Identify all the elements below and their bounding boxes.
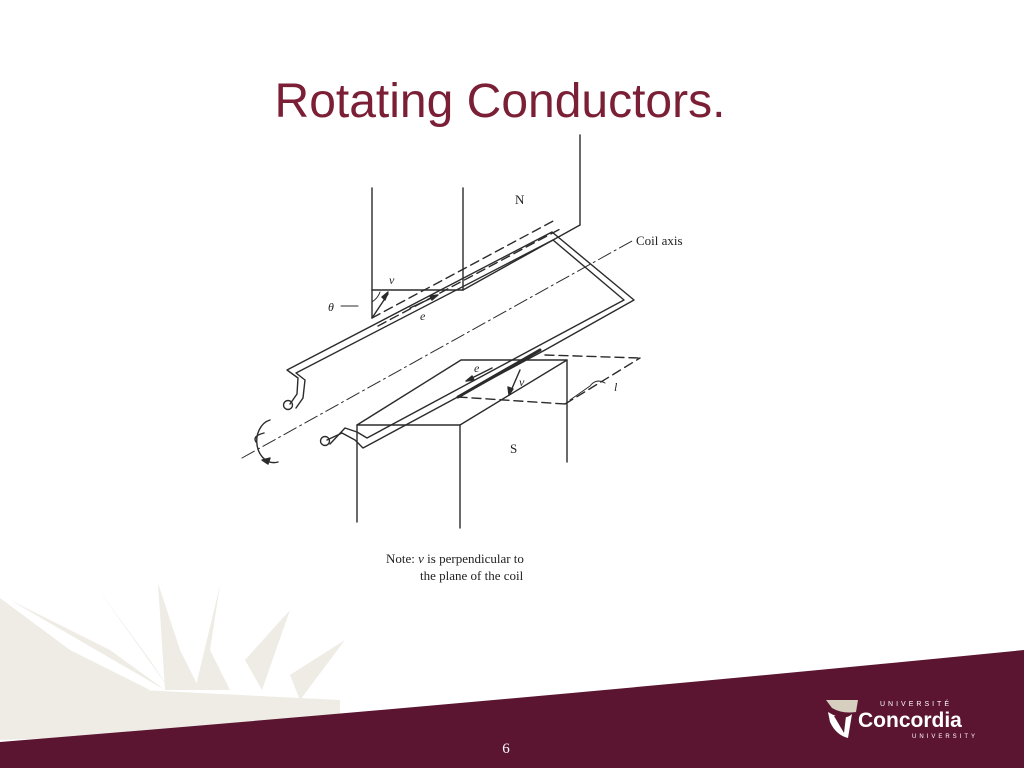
rotation-arrow bbox=[254, 419, 279, 465]
slide-title: Rotating Conductors. bbox=[274, 75, 726, 128]
dashed-lines bbox=[371, 219, 641, 405]
concordia-emblem-icon bbox=[826, 700, 858, 738]
theta-label: θ bbox=[328, 300, 334, 314]
length-label: l bbox=[614, 380, 618, 394]
emf-label-bottom: e bbox=[474, 361, 480, 375]
emf-label-top: e bbox=[420, 309, 426, 323]
velocity-label-bottom: v bbox=[519, 375, 525, 389]
coil-axis-label: Coil axis bbox=[636, 233, 683, 248]
pole-north-label: N bbox=[515, 192, 525, 207]
note-line-1: Note: v is perpendicular to bbox=[386, 551, 524, 566]
sunburst-watermark bbox=[0, 583, 345, 740]
velocity-label-top: v bbox=[389, 273, 395, 287]
logo-top-text: UNIVERSITÉ bbox=[880, 699, 952, 708]
north-pole bbox=[371, 134, 581, 319]
logo-name-text: Concordia bbox=[858, 709, 962, 732]
arrows bbox=[340, 291, 606, 401]
coil bbox=[282, 231, 635, 449]
note-line-2: the plane of the coil bbox=[420, 568, 524, 583]
footer-band bbox=[0, 650, 1024, 768]
coil-axis-line bbox=[241, 240, 633, 459]
pole-south-label: S bbox=[510, 441, 517, 456]
logo-bottom-text: UNIVERSITY bbox=[912, 734, 978, 740]
page-number: 6 bbox=[502, 741, 510, 757]
